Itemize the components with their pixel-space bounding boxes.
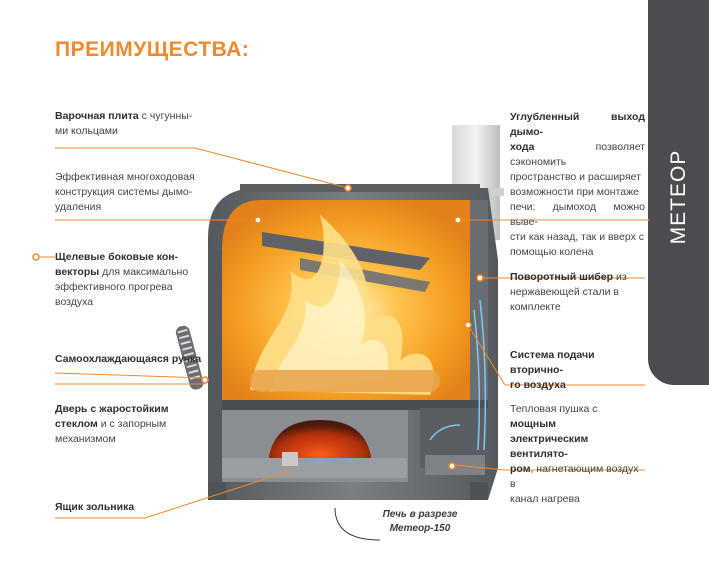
dot-smoke-system bbox=[254, 216, 262, 224]
dot-convectors bbox=[32, 253, 40, 261]
caption-line-1: Печь в разрезе bbox=[382, 509, 458, 520]
air-flow bbox=[429, 299, 487, 451]
callout-chimney: Углубленный выход дымо-хода позволяет сэ… bbox=[510, 111, 645, 258]
side-tab bbox=[648, 0, 709, 385]
illustration-caption: Печь в разрезе Метеор-150 bbox=[365, 508, 475, 536]
dot-heat-gun bbox=[448, 462, 456, 470]
dot-cooktop bbox=[344, 184, 352, 192]
ash-drawer bbox=[222, 458, 407, 478]
dot-chimney bbox=[454, 216, 462, 224]
flames bbox=[250, 215, 434, 395]
callout-cooktop: Варочная плита с чугунны-ми кольцами bbox=[55, 110, 193, 137]
dot-damper bbox=[476, 274, 484, 282]
caption-line-2: Метеор-150 bbox=[389, 523, 451, 534]
dot-door bbox=[201, 376, 209, 384]
callout-ash-drawer: Ящик зольника bbox=[55, 501, 135, 513]
callout-convectors: Щелевые боковые кон-векторы для максимал… bbox=[55, 251, 189, 308]
page-title: ПРЕИМУЩЕСТВА: bbox=[55, 38, 250, 61]
logs bbox=[250, 370, 440, 392]
dot-secondary-air bbox=[464, 321, 472, 329]
callout-cool-handle: Самоохлаждающаяся ручка bbox=[55, 353, 202, 365]
callout-secondary-air: Система подачи вторично-го воздуха bbox=[510, 349, 595, 391]
